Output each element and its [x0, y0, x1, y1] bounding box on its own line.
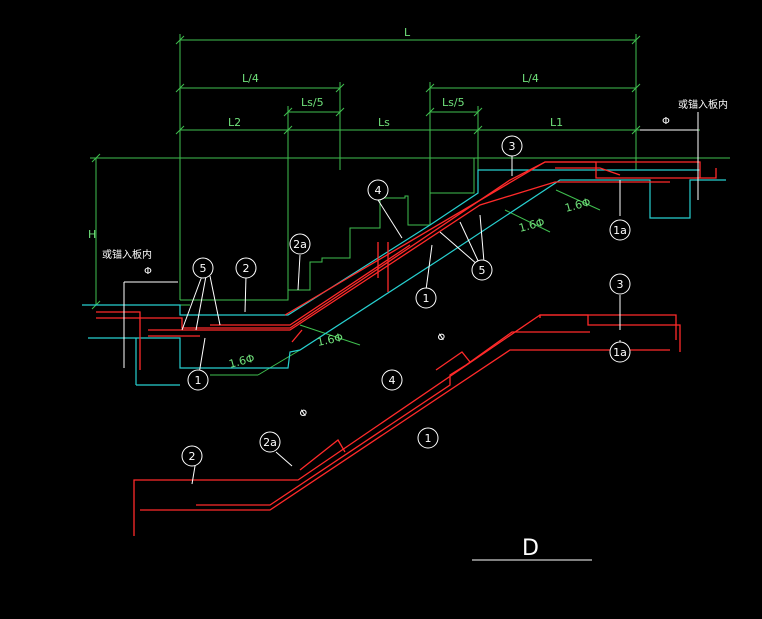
mark-1-c: 1 [425, 432, 432, 445]
mark-5-a: 5 [200, 262, 207, 275]
dim-L4-left: L/4 [242, 72, 259, 85]
dim-lap-4: 1.6Φ [563, 195, 592, 214]
mark-3-b: 3 [617, 278, 624, 291]
dim-phi-lower-2: Φ [436, 331, 449, 345]
mark-4-a: 4 [375, 184, 382, 197]
mark-2-a: 2 [243, 262, 250, 275]
dim-H: H [88, 228, 96, 241]
mark-2-b: 2 [189, 450, 196, 463]
rebar-lower [133, 314, 681, 536]
mark-1-b: 1 [423, 292, 430, 305]
dim-Ls: Ls [378, 116, 390, 129]
mark-2a-b: 2a [263, 436, 277, 449]
dim-phi-right: Φ [662, 116, 670, 127]
mark-1-a: 1 [195, 374, 202, 387]
mark-1a-b: 1a [613, 346, 627, 359]
note-anchor-left: 或锚入板内 [102, 248, 152, 261]
mark-1a-a: 1a [613, 224, 627, 237]
dim-L2: L2 [228, 116, 241, 129]
dim-L1: L1 [550, 116, 563, 129]
dim-phi-left: Φ [144, 266, 152, 277]
stair-outline [82, 169, 726, 386]
rebar-upper [96, 161, 717, 370]
dim-lap-2: 1.6Φ [316, 331, 345, 349]
dim-Ls5-left: Ls/5 [301, 96, 324, 109]
bar-marks-upper: 5 2 1 2a 4 1 5 3 1a [187, 135, 631, 391]
dim-Ls5-right: Ls/5 [442, 96, 465, 109]
mark-2a-a: 2a [293, 238, 307, 251]
mark-3-a: 3 [509, 140, 516, 153]
mark-4-b: 4 [389, 374, 396, 387]
dim-L4-right: L/4 [522, 72, 539, 85]
dimension-lines [82, 34, 730, 376]
leader-lines [123, 112, 699, 485]
drawing-title: D [522, 536, 539, 561]
dim-L: L [404, 26, 411, 39]
bar-marks-lower: 3 1a 4 1 2a 2 [181, 273, 631, 467]
dim-phi-lower-1: Φ [298, 407, 311, 421]
mark-5-b: 5 [479, 264, 486, 277]
note-anchor-right: 或锚入板内 [678, 98, 728, 111]
